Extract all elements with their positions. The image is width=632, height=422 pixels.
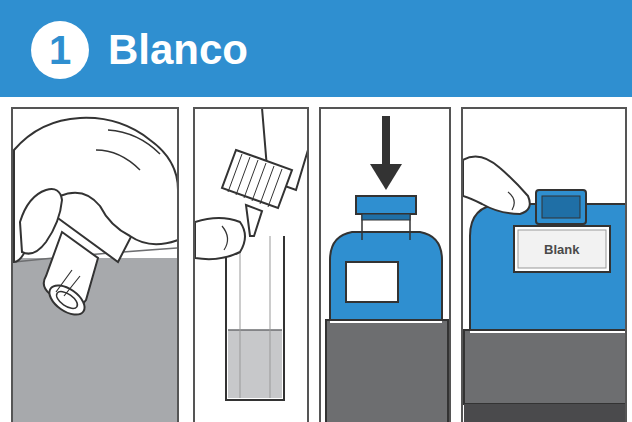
panel-4-art	[463, 156, 625, 422]
header-band	[0, 0, 632, 97]
number-circle	[31, 21, 89, 79]
title: Blanco	[108, 26, 248, 74]
callout-number: 1	[49, 28, 71, 73]
panel-3-art	[326, 116, 448, 422]
panel-2-art	[195, 109, 307, 400]
screen-label: Blank	[544, 242, 579, 257]
panel-1-art	[13, 118, 177, 422]
